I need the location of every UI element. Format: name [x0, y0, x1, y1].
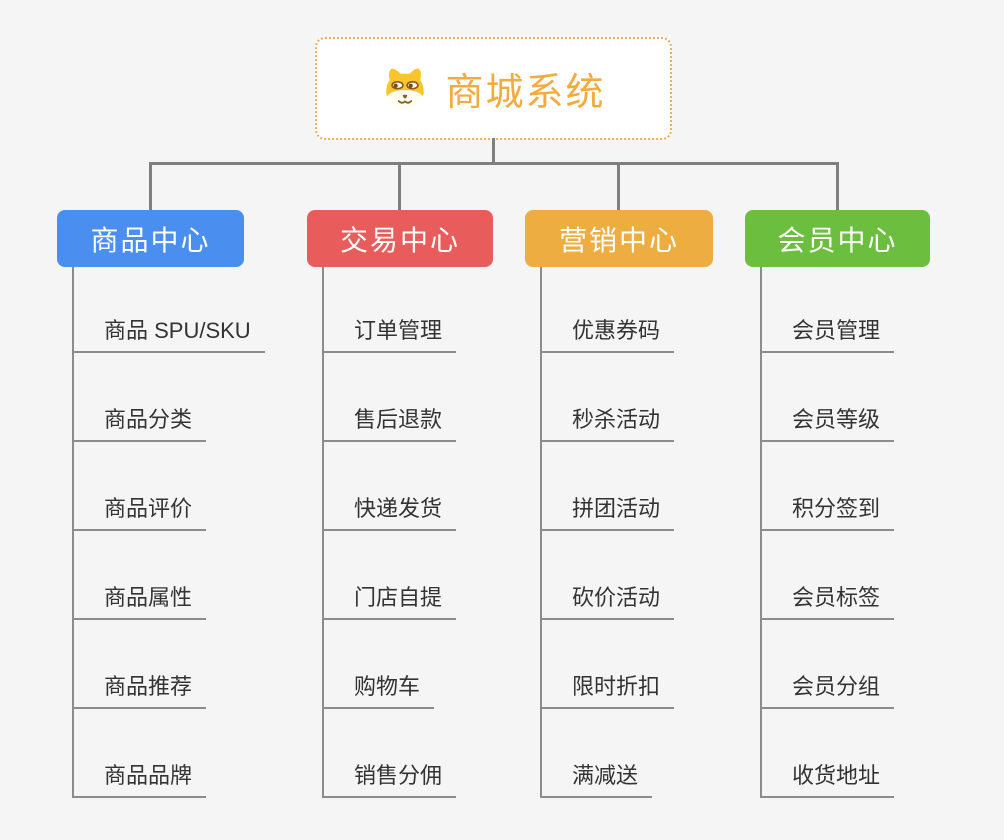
branch-leaf-label: 售后退款 [354, 407, 443, 432]
branch-leaf-topic[interactable]: 会员分组 [762, 620, 895, 709]
branch-leaf-topic[interactable]: 满减送 [542, 709, 653, 798]
branch-leaf-label: 限时折扣 [572, 674, 661, 699]
branch-leaf-label: 优惠券码 [572, 318, 661, 343]
branch-leaf-topic[interactable]: 收货地址 [762, 709, 895, 798]
branch-leaf-label: 会员标签 [792, 585, 881, 610]
branch-leaf-label: 秒杀活动 [572, 407, 661, 432]
branch-leaf-topic[interactable]: 商品分类 [74, 353, 207, 442]
branch-leaf-topic[interactable]: 会员管理 [762, 267, 895, 353]
branch-leaf-topic[interactable]: 商品评价 [74, 442, 207, 531]
branch-member-center: 会员中心 会员管理会员等级积分签到会员标签会员分组收货地址 [745, 210, 985, 798]
branch-leaf-label: 商品分类 [104, 407, 193, 432]
branch-marketing-center: 营销中心 优惠券码秒杀活动拼团活动砍价活动限时折扣满减送 [525, 210, 765, 798]
branch-leaf-label: 商品评价 [104, 496, 193, 521]
connector-rail [149, 162, 839, 165]
branch-leaf-label: 商品属性 [104, 585, 193, 610]
branch-leaf-topic[interactable]: 会员标签 [762, 531, 895, 620]
branch-header-marketing-center[interactable]: 营销中心 [525, 210, 713, 267]
branch-leaf-topic[interactable]: 会员等级 [762, 353, 895, 442]
connector-drop-branch-3 [617, 162, 620, 210]
branch-leaf-label: 购物车 [354, 674, 421, 699]
connector-drop-branch-4 [836, 162, 839, 210]
branch-leaf-label: 拼团活动 [572, 496, 661, 521]
branch-leaf-topic[interactable]: 商品属性 [74, 531, 207, 620]
connector-drop-branch-1 [149, 162, 152, 210]
branch-leaf-topic[interactable]: 优惠券码 [542, 267, 675, 353]
branch-leaf-topic[interactable]: 限时折扣 [542, 620, 675, 709]
root-topic-title: 商城系统 [445, 72, 606, 114]
branch-leaf-label: 销售分佣 [354, 763, 443, 788]
branch-leaf-topic[interactable]: 门店自提 [324, 531, 457, 620]
branch-leaf-label: 商品 SPU/SKU [104, 318, 251, 343]
branch-header-member-center[interactable]: 会员中心 [745, 210, 930, 267]
branch-leaf-label: 砍价活动 [572, 585, 661, 610]
branch-leaf-topic[interactable]: 购物车 [324, 620, 435, 709]
branch-item-list: 优惠券码秒杀活动拼团活动砍价活动限时折扣满减送 [540, 267, 765, 798]
branch-leaf-label: 满减送 [572, 763, 639, 788]
branch-trade-center: 交易中心 订单管理售后退款快递发货门店自提购物车销售分佣 [307, 210, 547, 798]
branch-leaf-topic[interactable]: 快递发货 [324, 442, 457, 531]
branch-leaf-topic[interactable]: 销售分佣 [324, 709, 457, 798]
branch-leaf-topic[interactable]: 积分签到 [762, 442, 895, 531]
branch-leaf-label: 快递发货 [354, 496, 443, 521]
branch-leaf-topic[interactable]: 拼团活动 [542, 442, 675, 531]
branch-leaf-label: 商品品牌 [104, 763, 193, 788]
branch-leaf-label: 积分签到 [792, 496, 881, 521]
branch-item-list: 订单管理售后退款快递发货门店自提购物车销售分佣 [322, 267, 547, 798]
branch-leaf-label: 会员等级 [792, 407, 881, 432]
branch-leaf-topic[interactable]: 砍价活动 [542, 531, 675, 620]
root-topic-node[interactable]: 商城系统 [315, 37, 672, 140]
branch-leaf-topic[interactable]: 秒杀活动 [542, 353, 675, 442]
branch-leaf-label: 商品推荐 [104, 674, 193, 699]
branch-leaf-label: 订单管理 [354, 318, 443, 343]
branch-leaf-topic[interactable]: 订单管理 [324, 267, 457, 353]
branch-leaf-label: 会员分组 [792, 674, 881, 699]
branch-header-trade-center[interactable]: 交易中心 [307, 210, 493, 267]
branch-leaf-label: 门店自提 [354, 585, 443, 610]
branch-header-product-center[interactable]: 商品中心 [57, 210, 244, 267]
branch-item-list: 会员管理会员等级积分签到会员标签会员分组收货地址 [760, 267, 985, 798]
branch-item-list: 商品 SPU/SKU 商品分类商品评价商品属性商品推荐商品品牌 [72, 267, 297, 798]
branch-leaf-topic[interactable]: 商品 SPU/SKU [74, 267, 265, 353]
branch-leaf-label: 会员管理 [792, 318, 881, 343]
connector-drop-branch-2 [398, 162, 401, 210]
branch-leaf-topic[interactable]: 商品推荐 [74, 620, 207, 709]
shiba-dog-face-icon [386, 68, 425, 110]
branch-leaf-topic[interactable]: 商品品牌 [74, 709, 207, 798]
branch-leaf-topic[interactable]: 售后退款 [324, 353, 457, 442]
connector-root-drop [492, 138, 495, 164]
branch-product-center: 商品中心 商品 SPU/SKU 商品分类商品评价商品属性商品推荐商品品牌 [57, 210, 297, 798]
branch-leaf-label: 收货地址 [792, 763, 881, 788]
